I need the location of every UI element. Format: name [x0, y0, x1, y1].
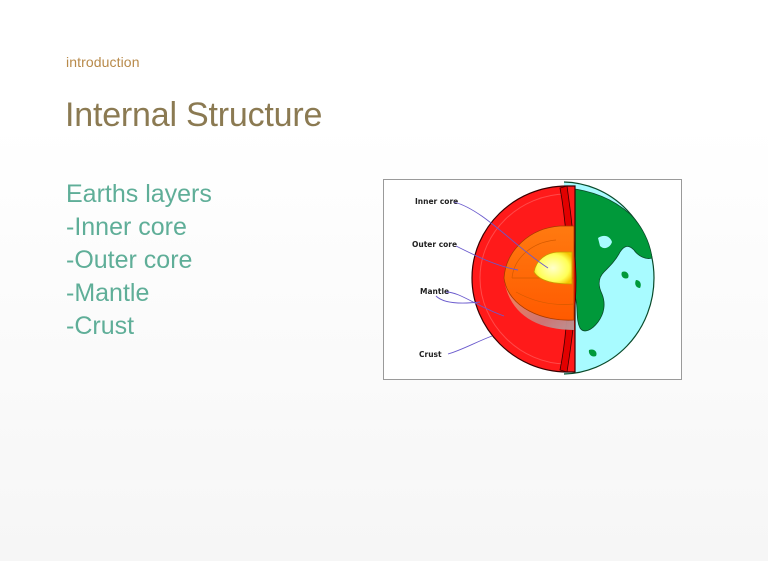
leader-line-inner-core — [453, 201, 549, 269]
label-crust: Crust — [419, 350, 442, 359]
label-inner-core: Inner core — [415, 197, 458, 206]
label-outer-core: Outer core — [412, 240, 457, 249]
bullet-item: -Mantle — [66, 279, 150, 307]
cutaway-section — [471, 185, 577, 373]
leader-lines — [435, 201, 549, 355]
leader-line-mantle — [445, 291, 505, 317]
bullet-item: -Inner core — [66, 213, 187, 241]
bullet-item: -Crust — [66, 312, 135, 340]
globe-surface — [564, 181, 655, 375]
section-label: introduction — [66, 54, 140, 70]
leader-line-crust — [447, 335, 493, 355]
bullet-item: Earths layers — [66, 180, 212, 208]
leader-line-outer-core — [455, 245, 519, 271]
label-mantle: Mantle — [420, 287, 449, 296]
leader-line-mantle-2 — [435, 295, 481, 304]
bullet-list: Earths layers -Inner core -Outer core -M… — [66, 178, 212, 343]
slide-title: Internal Structure — [65, 96, 323, 134]
earth-layers-diagram: Inner core Outer core Mantle Crust — [383, 179, 682, 380]
bullet-item: -Outer core — [66, 246, 193, 274]
earth-cross-section-illustration: Inner core Outer core Mantle Crust — [412, 181, 655, 375]
